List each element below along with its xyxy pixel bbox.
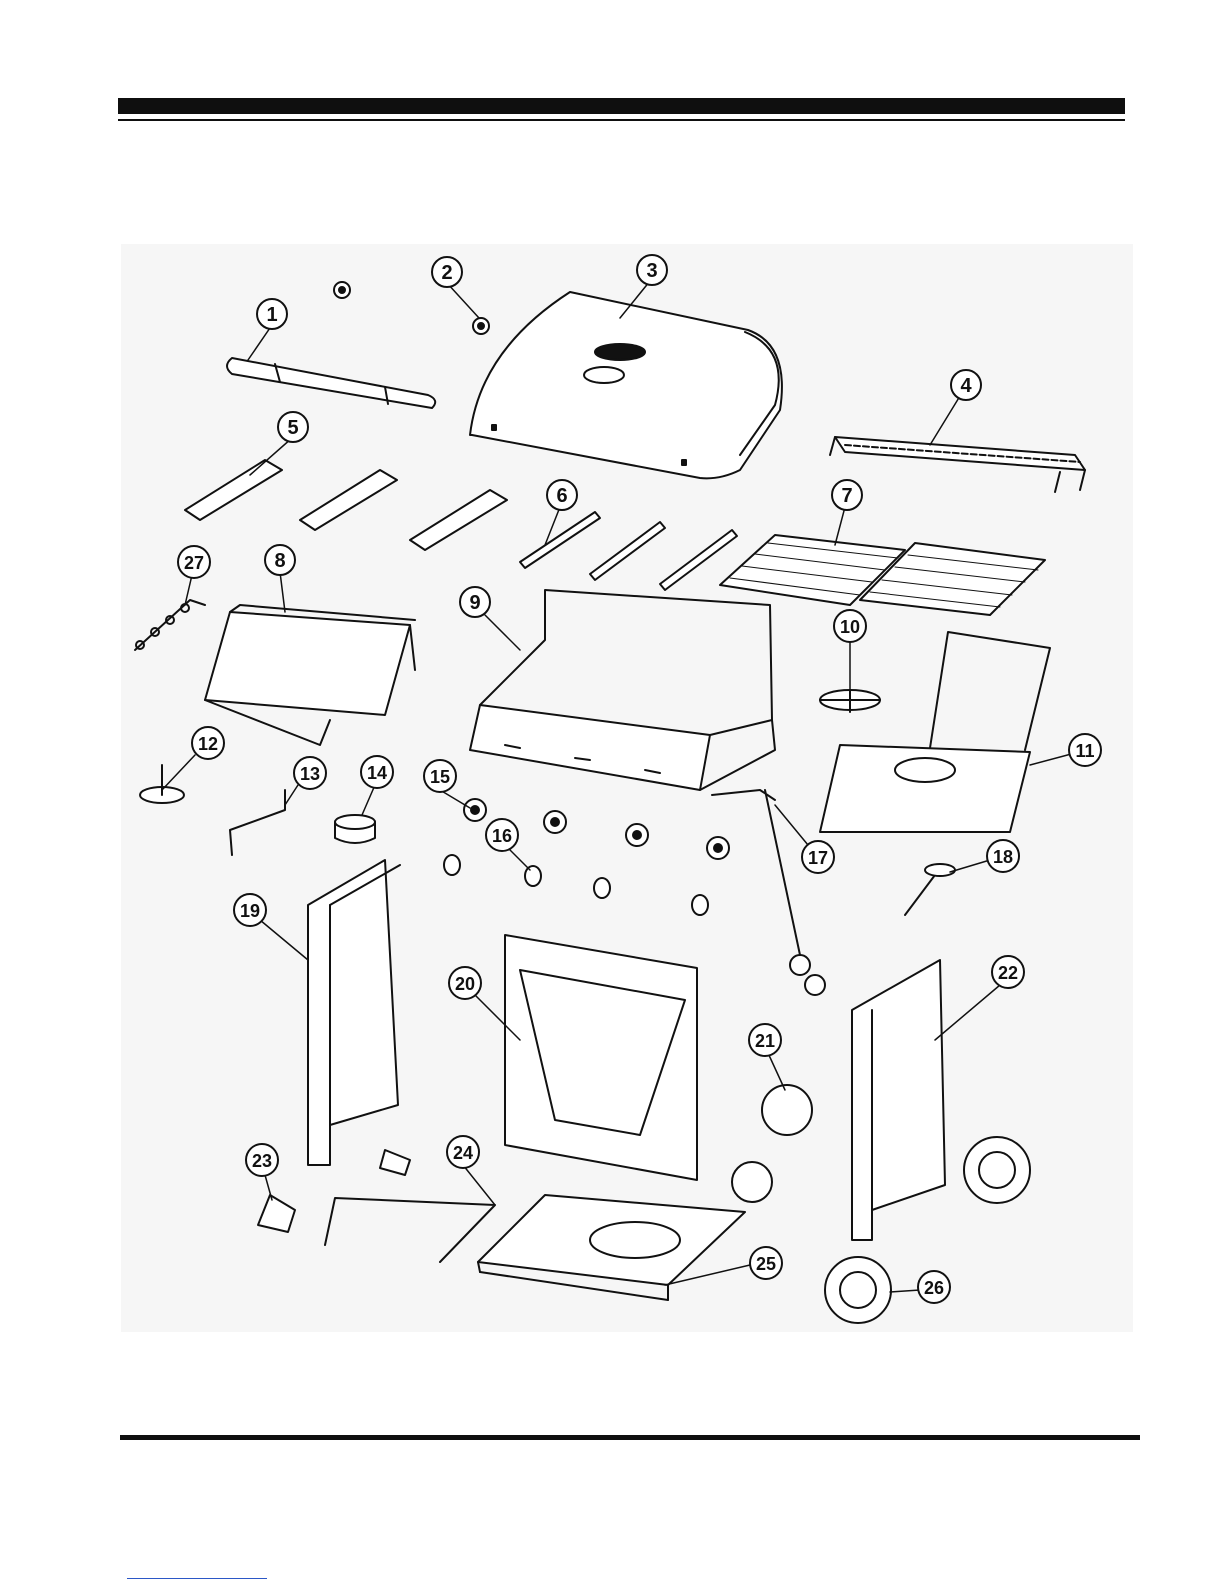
callout-5-label: 5 xyxy=(287,417,298,439)
part-grease-cup xyxy=(335,815,375,843)
callout-19-label: 19 xyxy=(240,901,260,921)
part-bottom-bracket xyxy=(325,1198,495,1262)
callout-14: 14 xyxy=(361,756,393,788)
callout-12: 12 xyxy=(192,727,224,759)
callout-16-label: 16 xyxy=(492,826,512,846)
part-right-frame xyxy=(852,960,945,1240)
part-firebox xyxy=(470,590,775,790)
part-side-burner-tube xyxy=(905,864,955,915)
callout-23: 23 xyxy=(246,1144,278,1176)
callout-13-label: 13 xyxy=(300,764,320,784)
callout-2: 2 xyxy=(432,257,462,287)
callout-15: 15 xyxy=(424,760,456,792)
part-handle xyxy=(227,358,435,408)
footer-link-underline[interactable] xyxy=(127,1578,267,1579)
callout-24: 24 xyxy=(447,1136,479,1168)
part-door xyxy=(505,935,697,1180)
callout-17: 17 xyxy=(802,841,834,873)
part-ignition xyxy=(140,765,184,803)
callout-11-label: 11 xyxy=(1075,741,1094,761)
part-heat-tents xyxy=(185,460,507,550)
part-left-frame xyxy=(308,860,400,1165)
callout-7: 7 xyxy=(832,480,862,510)
callout-12-label: 12 xyxy=(198,734,218,754)
callout-22: 22 xyxy=(992,956,1024,988)
part-bottom-shelf xyxy=(478,1195,745,1300)
callout-24-label: 24 xyxy=(453,1143,473,1163)
part-burners xyxy=(520,512,737,590)
callout-2-label: 2 xyxy=(441,262,452,284)
callout-18-label: 18 xyxy=(993,847,1013,867)
part-handle-bezel xyxy=(334,282,489,334)
callout-5: 5 xyxy=(278,412,308,442)
callout-17-label: 17 xyxy=(808,848,828,868)
callout-20-label: 20 xyxy=(455,974,475,994)
callout-27-label: 27 xyxy=(184,553,204,573)
callout-26-label: 26 xyxy=(924,1278,944,1298)
callout-3: 3 xyxy=(637,255,667,285)
callout-25: 25 xyxy=(750,1247,782,1279)
callout-22-label: 22 xyxy=(998,963,1018,983)
callout-10: 10 xyxy=(834,610,866,642)
callout-9-label: 9 xyxy=(469,592,480,614)
callout-10-label: 10 xyxy=(840,617,860,637)
callout-15-label: 15 xyxy=(430,767,450,787)
callout-13: 13 xyxy=(294,757,326,789)
callout-6-label: 6 xyxy=(556,485,567,507)
part-side-shelf xyxy=(205,605,415,745)
callout-6: 6 xyxy=(547,480,577,510)
footer-rule xyxy=(120,1435,1140,1440)
callout-11: 11 xyxy=(1069,734,1101,766)
callout-4-label: 4 xyxy=(960,375,972,397)
callout-4: 4 xyxy=(951,370,981,400)
callout-21: 21 xyxy=(749,1024,781,1056)
callout-14-label: 14 xyxy=(367,763,387,783)
callout-9: 9 xyxy=(460,587,490,617)
callout-26: 26 xyxy=(918,1271,950,1303)
callout-21-label: 21 xyxy=(755,1031,775,1051)
part-lid xyxy=(470,292,782,478)
callout-16: 16 xyxy=(486,819,518,851)
callout-18: 18 xyxy=(987,840,1019,872)
callout-27: 27 xyxy=(178,546,210,578)
part-side-burner xyxy=(820,632,1050,832)
part-control-knobs xyxy=(444,855,708,915)
callout-1-label: 1 xyxy=(266,304,277,326)
callout-23-label: 23 xyxy=(252,1151,272,1171)
callout-3-label: 3 xyxy=(646,260,657,282)
callout-8: 8 xyxy=(265,545,295,575)
part-cooking-grids xyxy=(720,535,1045,615)
part-valve-regulator xyxy=(712,790,825,995)
callout-1: 1 xyxy=(257,299,287,329)
callout-19: 19 xyxy=(234,894,266,926)
part-tank-shield xyxy=(732,1085,812,1202)
part-warming-rack xyxy=(830,437,1085,492)
callout-7-label: 7 xyxy=(841,485,852,507)
part-bracket xyxy=(230,790,285,855)
part-caster xyxy=(258,1150,410,1232)
part-side-burner-grate xyxy=(820,690,880,712)
callout-20: 20 xyxy=(449,967,481,999)
callout-25-label: 25 xyxy=(756,1254,776,1274)
callout-8-label: 8 xyxy=(274,550,285,572)
part-collector-box xyxy=(135,600,205,650)
